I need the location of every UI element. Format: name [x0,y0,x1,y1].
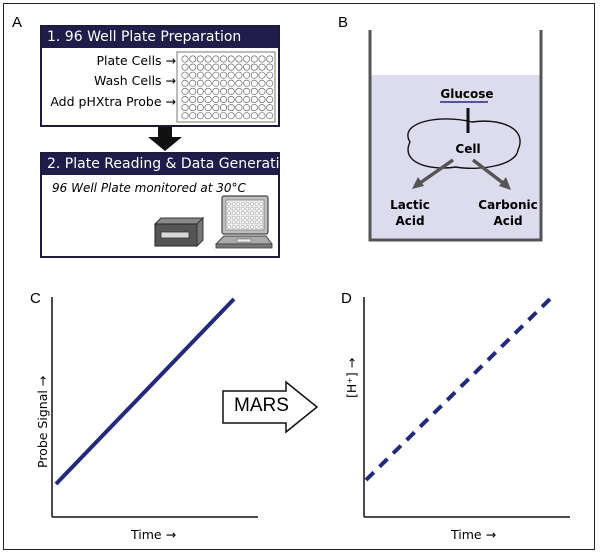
h-ion-line [364,295,554,482]
probe-signal-line [54,297,236,486]
chart-d-ylabel: [H⁺] → [344,357,359,398]
chart-d-xlabel: Time → [451,527,497,542]
step1-title: 1. 96 Well Plate Preparation [42,27,278,48]
figure-frame [3,3,595,550]
beaker-diagram [368,30,543,242]
step-wash-cells: Wash Cells → [94,73,176,88]
panel-c-letter: C [30,290,41,307]
panel-b-letter: B [338,14,349,31]
chart-d [363,295,570,518]
step-plate-cells: Plate Cells → [96,53,176,68]
chart-c-xlabel: Time → [131,527,177,542]
step-add-probe: Add pHXtra Probe → [50,94,176,109]
mars-label: MARS [234,395,289,416]
beaker-wall [368,30,543,242]
lactic-acid-label: Lactic Acid [390,198,430,228]
step-list: Plate Cells → Wash Cells → Add pHXtra Pr… [42,51,176,125]
down-arrow-icon [148,127,182,151]
laptop-icon [214,195,273,249]
step1-box: 1. 96 Well Plate Preparation Plate Cells… [40,25,280,127]
glucose-label: Glucose [440,87,494,101]
arrowhead-left [412,177,424,189]
well-plate-icon [176,51,276,123]
chart-c-ylabel: Probe Signal → [35,375,50,468]
panel-d-letter: D [341,290,352,307]
monitor-note: 96 Well Plate monitored at 30°C [52,181,246,195]
cell-label: Cell [455,142,481,156]
step2-title: 2. Plate Reading & Data Generation [42,154,297,175]
carbonic-acid-label: Carbonic Acid [478,198,538,228]
mars-arrow [222,380,319,434]
panel-a-letter: A [12,14,23,31]
arrow-to-carbonic [471,158,505,185]
cell-outline [407,118,521,170]
chart-c [51,297,258,518]
plate-reader-icon [153,216,205,248]
arrowhead-right [499,177,511,190]
arrow-to-lactic [418,158,455,185]
step2-box: 2. Plate Reading & Data Generation 96 We… [40,152,297,258]
